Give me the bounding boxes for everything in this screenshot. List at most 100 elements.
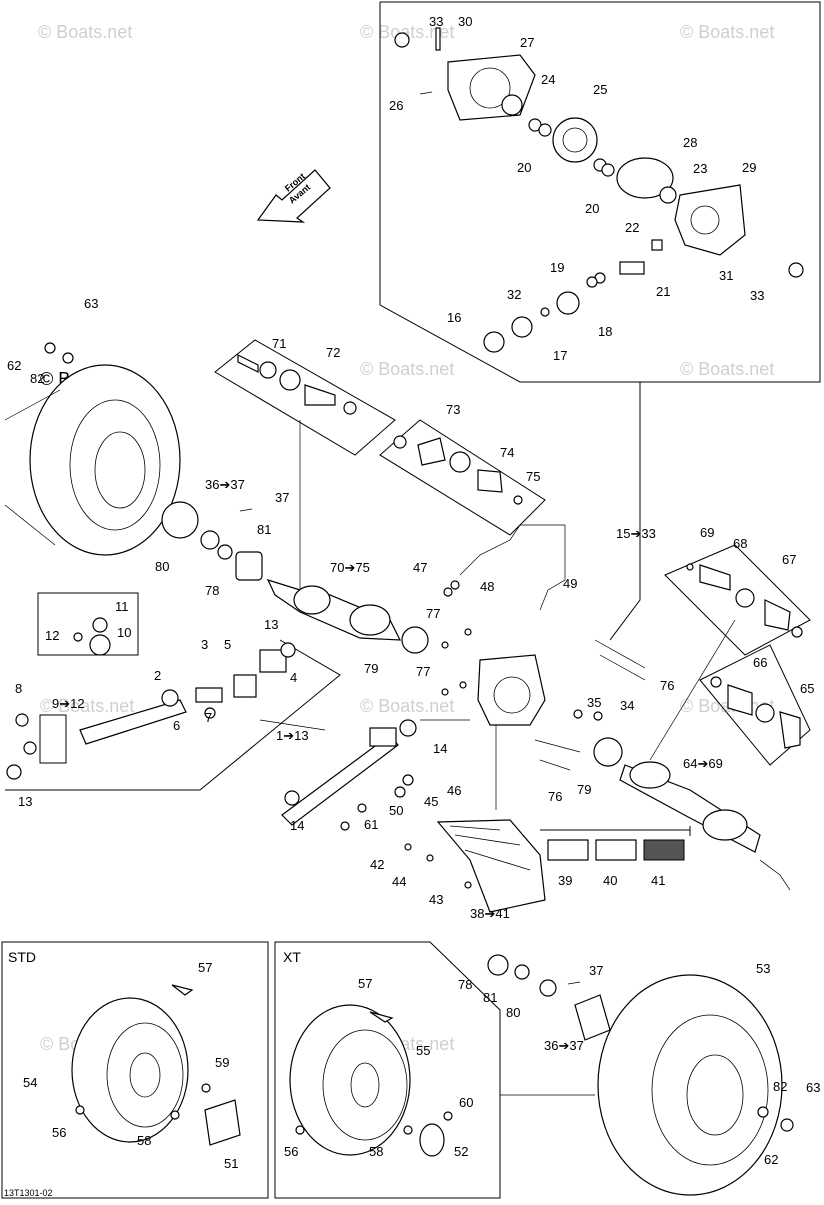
callout: 43 bbox=[429, 892, 443, 907]
callout: 44 bbox=[392, 874, 406, 889]
callout: 15➔33 bbox=[616, 526, 656, 541]
callout: 20 bbox=[585, 201, 599, 216]
tire-hub bbox=[94, 431, 146, 509]
callout: 82 bbox=[30, 371, 44, 386]
stub-71 bbox=[237, 354, 259, 373]
callout: 46 bbox=[447, 783, 461, 798]
callout: 76 bbox=[660, 678, 674, 693]
line-49-path bbox=[459, 524, 566, 611]
joint-70-inner bbox=[349, 604, 391, 636]
seal-13-lower bbox=[6, 764, 22, 780]
callout: 5 bbox=[224, 637, 231, 652]
cross-10 bbox=[89, 634, 111, 656]
leader bbox=[649, 619, 736, 761]
diagram-code: 13T1301-02 bbox=[4, 1188, 53, 1198]
callout: 27 bbox=[520, 35, 534, 50]
boot-group-65-66-frame bbox=[699, 644, 811, 766]
callout: 2 bbox=[154, 668, 161, 683]
xt-wheel bbox=[289, 1004, 453, 1157]
tire-hub bbox=[686, 1054, 744, 1136]
std-wheel-rim-inner bbox=[106, 1022, 184, 1128]
joint-64-inner bbox=[629, 761, 671, 789]
callout: 22 bbox=[625, 220, 639, 235]
decal-39 bbox=[547, 839, 589, 861]
callout: 58 bbox=[137, 1133, 151, 1148]
callout: 67 bbox=[782, 552, 796, 567]
tire-rim bbox=[651, 1014, 769, 1166]
callout: 61 bbox=[364, 817, 378, 832]
seal-14-lower bbox=[284, 790, 300, 806]
hub-cap-51 bbox=[204, 1099, 241, 1146]
tire-tread bbox=[29, 364, 181, 556]
shim-20b bbox=[538, 123, 552, 137]
callout: 68 bbox=[733, 536, 747, 551]
boot-66 bbox=[727, 684, 753, 716]
seal-16 bbox=[483, 331, 505, 353]
hub-36 bbox=[161, 501, 199, 539]
boot-73 bbox=[417, 437, 446, 466]
decal-40 bbox=[595, 839, 637, 861]
callout: 16 bbox=[447, 310, 461, 325]
callout: 48 bbox=[480, 579, 494, 594]
bolt-26 bbox=[419, 91, 433, 95]
hub-left bbox=[161, 501, 263, 581]
differential-housing bbox=[477, 654, 546, 726]
callout: 45 bbox=[424, 794, 438, 809]
boot-group-frame bbox=[379, 419, 546, 536]
callout: 28 bbox=[683, 135, 697, 150]
nut-77-a bbox=[464, 628, 472, 636]
std-wheel bbox=[71, 984, 241, 1146]
callout: 69 bbox=[700, 525, 714, 540]
callout: 36➔37 bbox=[205, 477, 245, 492]
ring-68 bbox=[735, 588, 755, 608]
bolt-35 bbox=[573, 709, 583, 719]
callout: 11 bbox=[115, 599, 129, 614]
callout: 62 bbox=[7, 358, 21, 373]
center-differential bbox=[399, 628, 646, 810]
bearing-24 bbox=[501, 94, 523, 116]
ring-73 bbox=[449, 451, 471, 473]
std-wheel-box bbox=[1, 941, 269, 1199]
callout: 38➔41 bbox=[470, 906, 510, 921]
leader bbox=[259, 719, 326, 731]
boot-67 bbox=[764, 599, 791, 631]
watermark: © Boats.net bbox=[680, 359, 774, 379]
tire-rim bbox=[69, 399, 161, 531]
stud-76-b bbox=[599, 654, 646, 681]
ring-72a bbox=[279, 369, 301, 391]
callout: 23 bbox=[693, 161, 707, 176]
callout: 8 bbox=[15, 681, 22, 696]
seal-33-right bbox=[788, 262, 804, 278]
washer-82-lower bbox=[757, 1106, 769, 1118]
callout: 34 bbox=[620, 698, 634, 713]
callout: 13 bbox=[264, 617, 278, 632]
xt-wheel-rim-outer bbox=[289, 1004, 411, 1156]
right-shaft-64 bbox=[619, 544, 811, 891]
clamp-67 bbox=[791, 626, 803, 638]
callout: 1➔13 bbox=[276, 728, 309, 743]
callout: 79 bbox=[364, 661, 378, 676]
boot-group-frame bbox=[214, 339, 396, 456]
callout: 75 bbox=[526, 469, 540, 484]
bearing-78 bbox=[235, 551, 263, 581]
callout: 65 bbox=[800, 681, 814, 696]
xt-wheel-center bbox=[350, 1062, 380, 1108]
yoke-9 bbox=[23, 741, 37, 755]
callout: 71 bbox=[272, 336, 286, 351]
stub-65 bbox=[779, 711, 801, 749]
stud-76-c bbox=[534, 739, 581, 753]
decal-41 bbox=[643, 839, 685, 861]
leader bbox=[759, 859, 791, 891]
callout: 32 bbox=[507, 287, 521, 302]
bolt-42 bbox=[404, 843, 412, 851]
callout: 77 bbox=[426, 606, 440, 621]
washer-61 bbox=[340, 821, 350, 831]
decal-group-bracket bbox=[540, 826, 691, 836]
o-ring-79-upper bbox=[401, 626, 429, 654]
yoke-8 bbox=[15, 713, 29, 727]
nut-62-lower bbox=[780, 1118, 794, 1132]
callout: 74 bbox=[500, 445, 514, 460]
callout: 24 bbox=[541, 72, 555, 87]
